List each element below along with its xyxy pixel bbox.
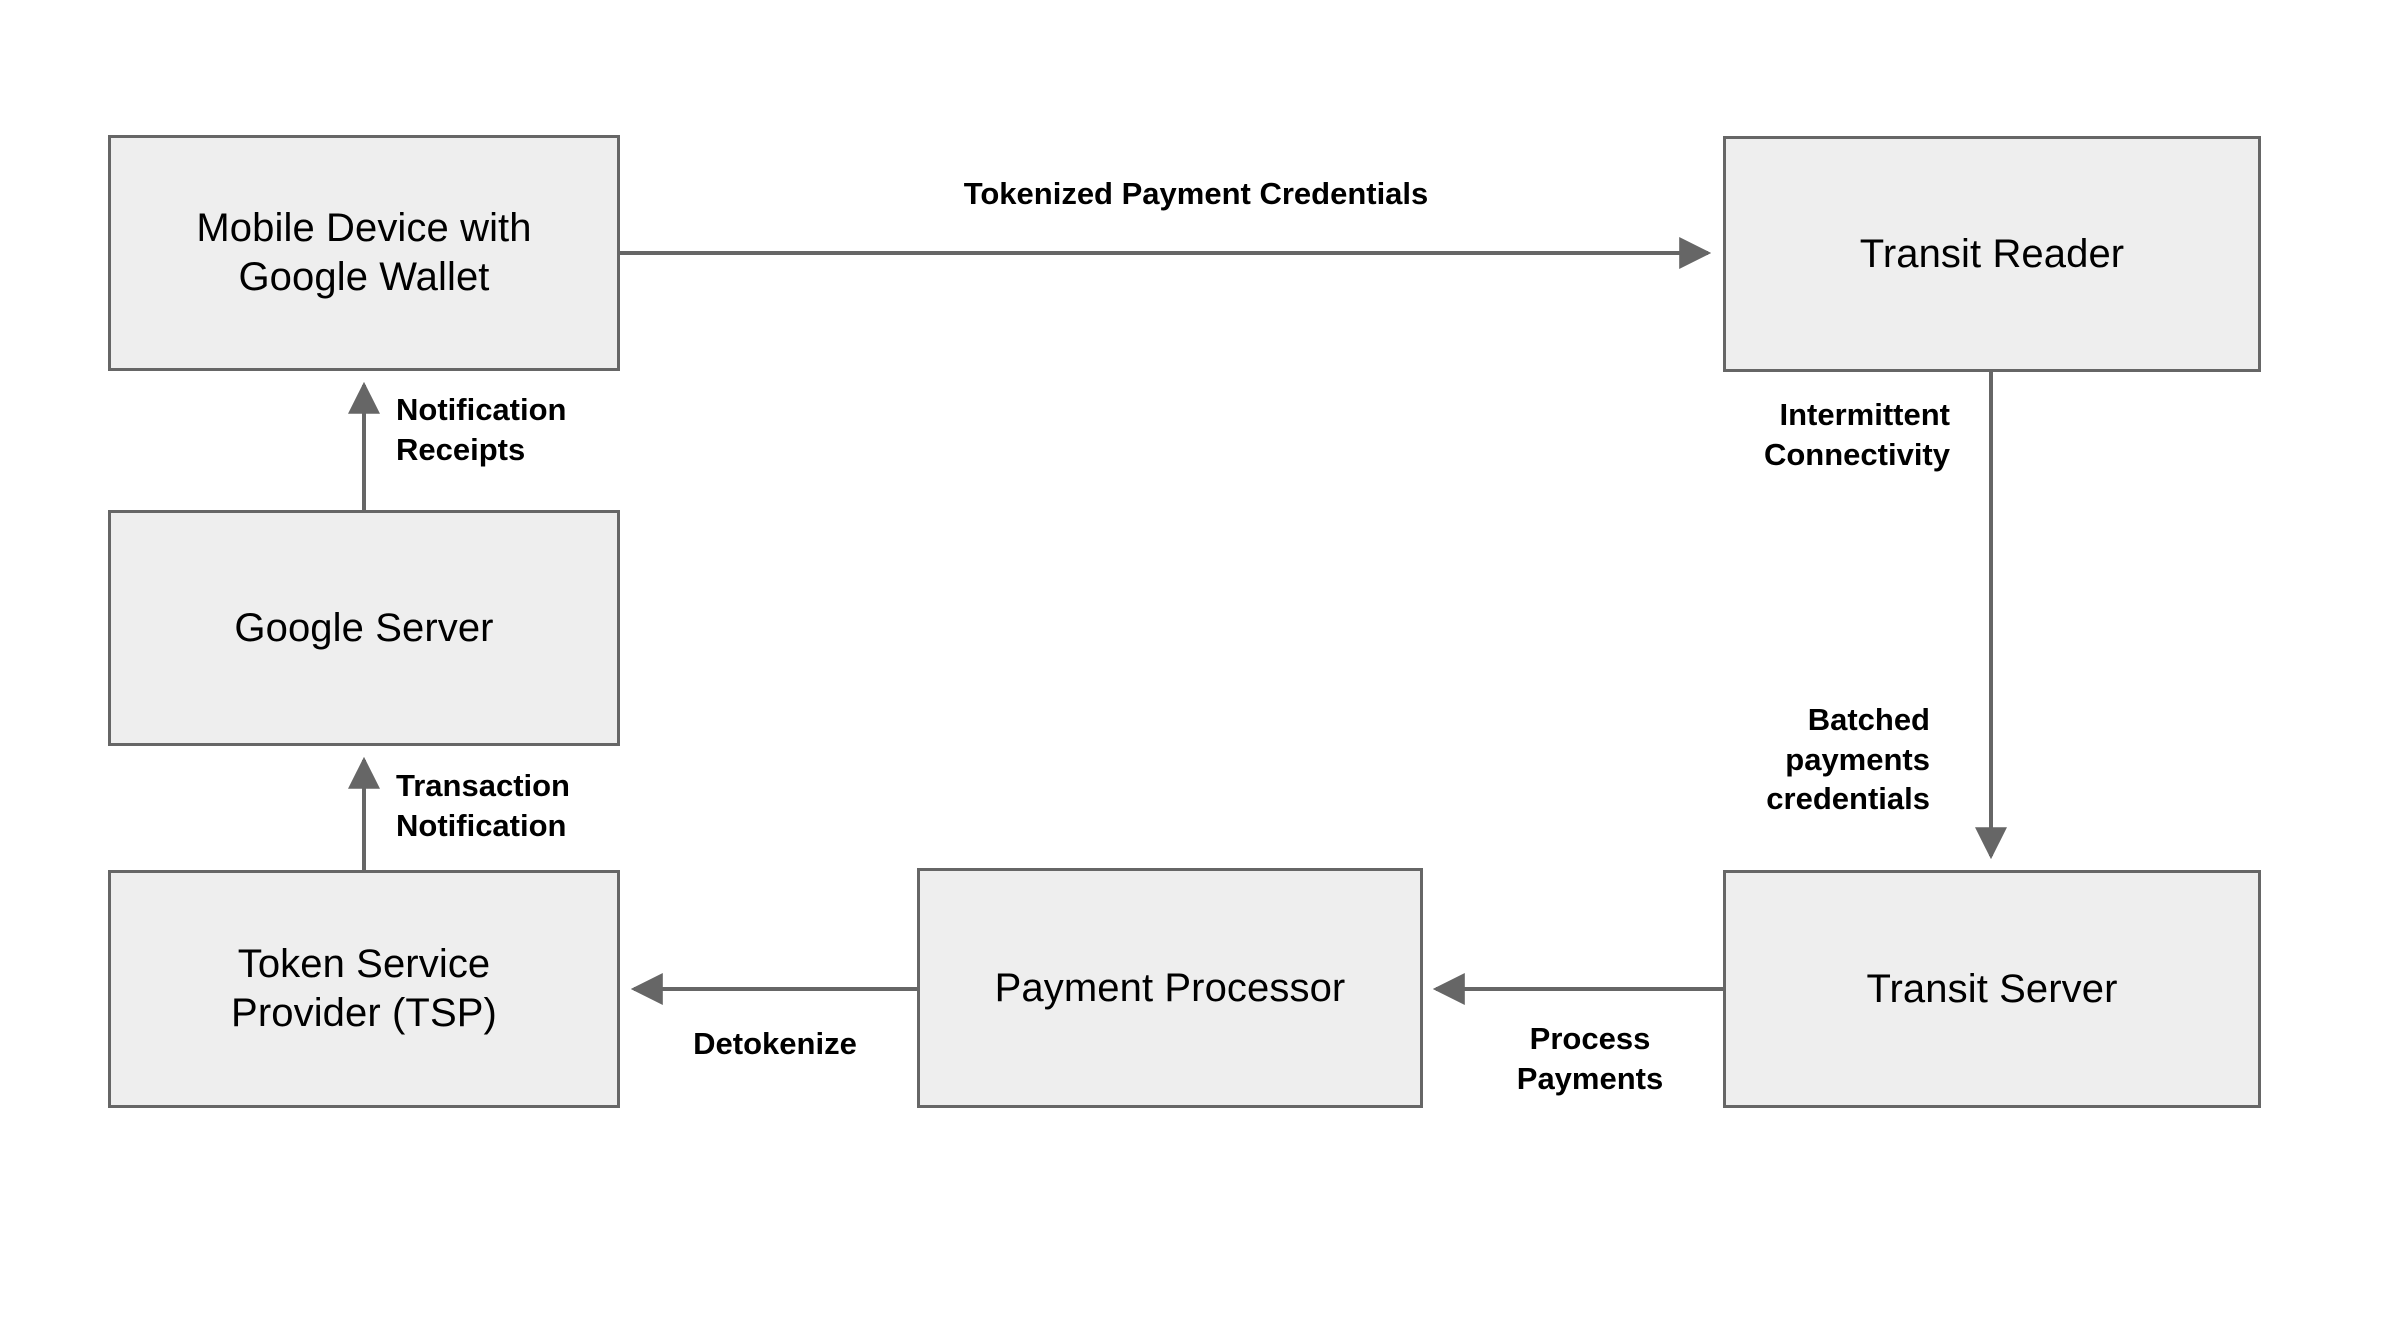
edge-label-intermittent-connectivity: Intermittent Connectivity bbox=[1763, 397, 1950, 472]
edge-label-batched-payments-credentials: Batched payments credentials bbox=[1766, 702, 1930, 817]
edge-label-notification-receipts: Notification Receipts bbox=[396, 392, 567, 467]
node-transit-server[interactable]: Transit Server bbox=[1723, 870, 2261, 1108]
edge-label-transaction-notification: Transaction Notification bbox=[396, 768, 570, 843]
node-transit-reader[interactable]: Transit Reader bbox=[1723, 136, 2261, 372]
node-google-server[interactable]: Google Server bbox=[108, 510, 620, 746]
node-token-service-provider[interactable]: Token Service Provider (TSP) bbox=[108, 870, 620, 1108]
edge-label-process-payments: Process Payments bbox=[1516, 1021, 1664, 1096]
edge-label-tokenized-payment-credentials: Tokenized Payment Credentials bbox=[963, 176, 1429, 211]
node-payment-processor[interactable]: Payment Processor bbox=[917, 868, 1423, 1108]
edge-label-detokenize: Detokenize bbox=[693, 1026, 857, 1061]
node-mobile-device-with-google-wallet[interactable]: Mobile Device with Google Wallet bbox=[108, 135, 620, 371]
